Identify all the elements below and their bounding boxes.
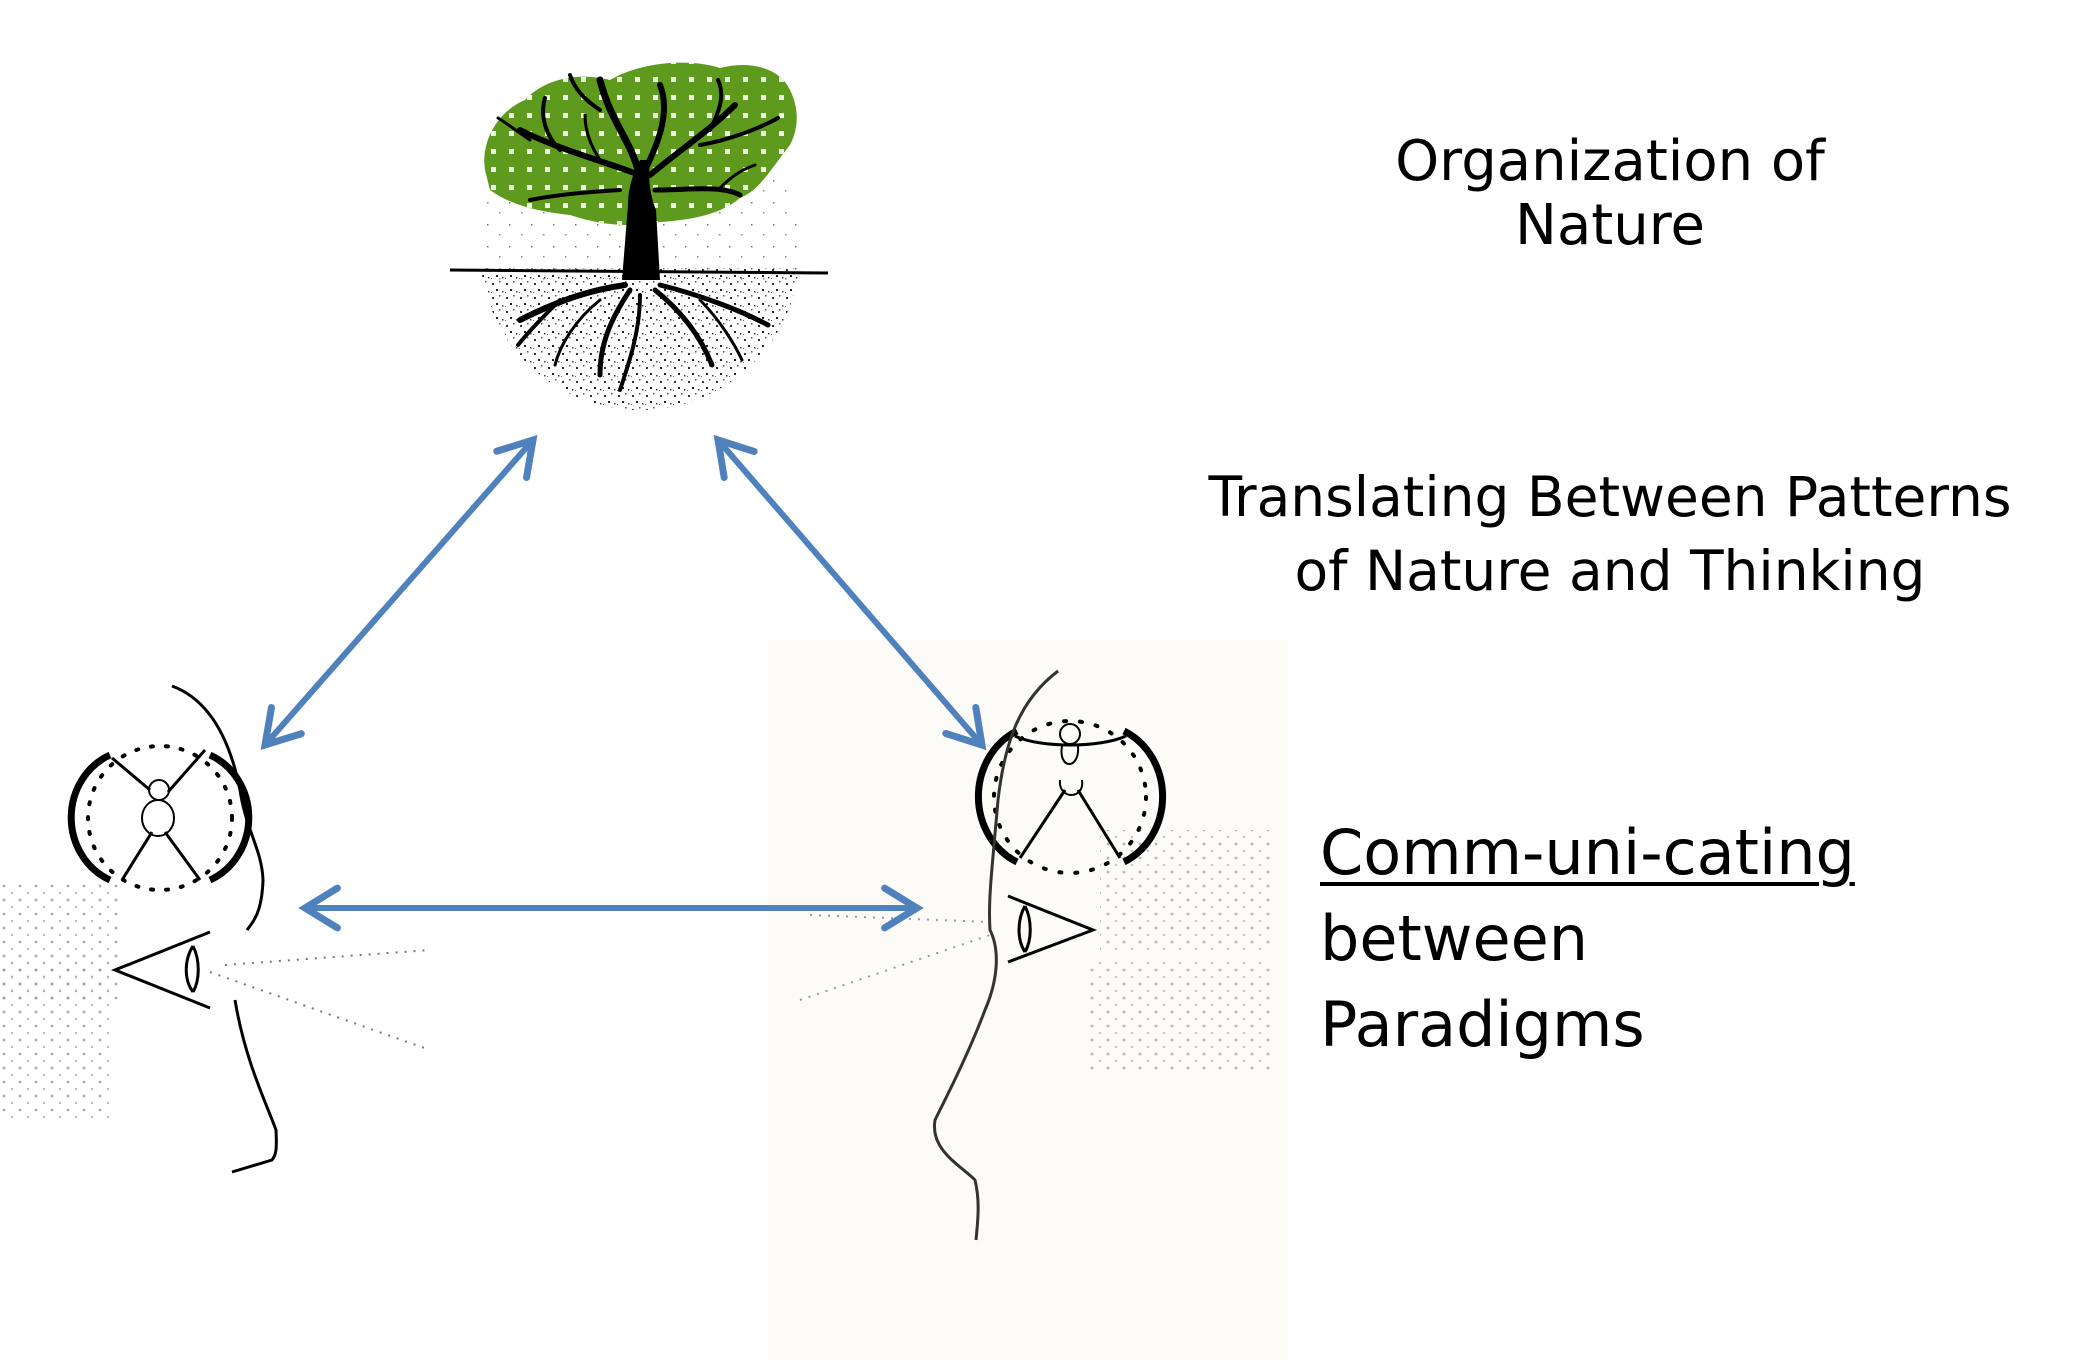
- eye-icon: [1007, 894, 1098, 964]
- vitruvian-man-icon: [67, 744, 253, 892]
- person-left: [0, 684, 431, 1174]
- arrow-shaft: [715, 438, 985, 747]
- arrow-head: [260, 704, 305, 751]
- label-translating: Translating Between Patterns of Nature a…: [1170, 460, 2050, 608]
- tree-icon: [449, 62, 829, 410]
- vitruvian-woman-icon: [974, 719, 1167, 875]
- label-line: Translating Between Patterns: [1208, 465, 2012, 529]
- face-profile-icon: [933, 669, 1059, 1241]
- label-line: Nature: [1515, 193, 1705, 258]
- arrow-head: [298, 884, 341, 932]
- eye-icon: [110, 930, 211, 1010]
- arrow-nature-to-person-right: [713, 434, 987, 751]
- label-communicating-title: Comm-uni-cating: [1320, 816, 1855, 889]
- label-line: of Nature and Thinking: [1294, 539, 1926, 603]
- arrow-nature-to-person-left: [260, 434, 538, 751]
- arrow-person-left-to-person-right: [298, 884, 924, 932]
- arrow-head: [713, 434, 758, 481]
- person-right: [799, 669, 1270, 1241]
- sight-lines: [209, 949, 431, 1051]
- arrow-head: [493, 434, 538, 481]
- label-communicating-subtitle: between Paradigms: [1320, 902, 1645, 1061]
- label-organization-of-nature: Organization of Nature: [1330, 130, 1890, 258]
- arrows: [260, 434, 987, 932]
- arrow-head: [881, 884, 924, 932]
- arrow-shaft: [262, 438, 536, 747]
- label-line: Organization of: [1395, 129, 1825, 194]
- label-communicating: Comm-uni-cating between Paradigms: [1320, 810, 1920, 1068]
- arrow-head: [942, 704, 987, 751]
- face-profile-icon: [171, 684, 278, 1174]
